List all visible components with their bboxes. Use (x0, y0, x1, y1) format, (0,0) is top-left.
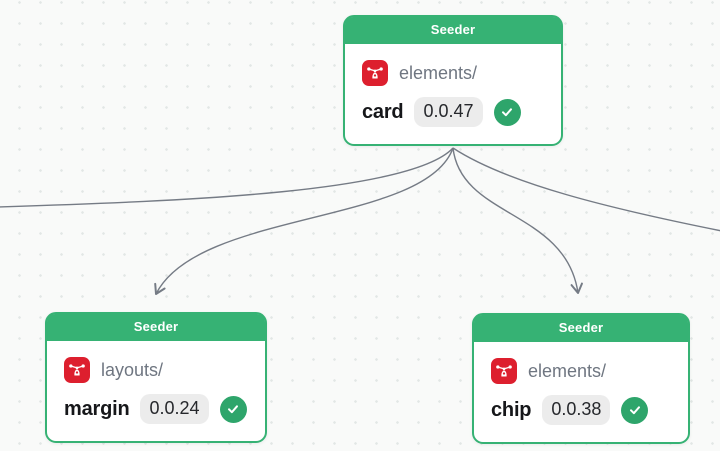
check-icon (219, 395, 247, 423)
pen-tool-icon (362, 60, 388, 86)
version-badge: 0.0.24 (140, 394, 209, 424)
pen-tool-icon (491, 358, 517, 384)
node-name-label: card (362, 100, 404, 123)
check-icon (493, 98, 521, 126)
version-badge: 0.0.38 (542, 395, 611, 425)
version-badge: 0.0.47 (414, 97, 483, 127)
node-path-label: layouts/ (101, 359, 164, 380)
graph-node-card[interactable]: Seeder elements/ card 0.0.47 (343, 15, 563, 146)
graph-node-margin[interactable]: Seeder layouts/ margin 0.0.24 (45, 312, 267, 443)
graph-node-chip[interactable]: Seeder elements/ chip 0.0.38 (472, 313, 690, 444)
node-name-label: chip (491, 398, 532, 421)
node-header: Seeder (345, 17, 561, 44)
edge-card-to-margin (154, 147, 454, 295)
node-path-label: elements/ (399, 62, 478, 83)
edge-card-to-offscreen-left (0, 147, 454, 208)
node-header: Seeder (474, 315, 688, 342)
check-icon (621, 396, 649, 424)
node-name-label: margin (64, 397, 130, 420)
edge-card-to-chip (452, 147, 583, 294)
node-path-label: elements/ (528, 360, 607, 381)
pen-tool-icon (64, 357, 90, 383)
edge-card-to-offscreen-right (452, 147, 720, 232)
node-header: Seeder (47, 314, 265, 341)
